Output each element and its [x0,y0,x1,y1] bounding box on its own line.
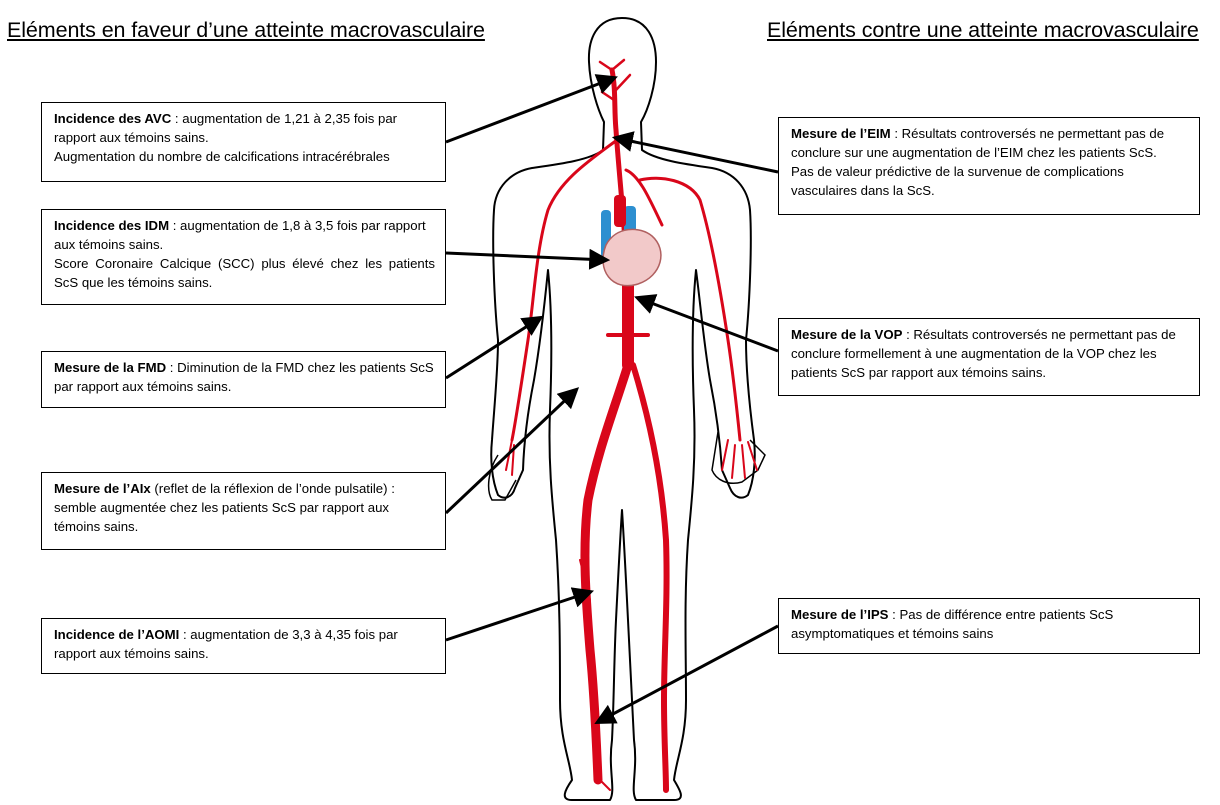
avc-text2: Augmentation du nombre de calcifications… [54,147,435,166]
box-aomi: Incidence de l’AOMI : augmentation de 3,… [41,618,446,674]
box-eim: Mesure de l’EIM : Résultats controversés… [778,117,1200,215]
box-vop: Mesure de la VOP : Résultats controversé… [778,318,1200,396]
eim-title: Mesure de l’EIM [791,126,891,141]
eim-text2: Pas de valeur prédictive de la survenue … [791,162,1189,200]
box-aix: Mesure de l’AIx (reflet de la réflexion … [41,472,446,550]
aix-title: Mesure de l’AIx [54,481,151,496]
arrow-vop [638,298,778,351]
arrow-idm [446,253,606,260]
box-ips: Mesure de l’IPS : Pas de différence entr… [778,598,1200,654]
aomi-title: Incidence de l’AOMI [54,627,179,642]
arrow-ips [598,626,778,722]
vop-title: Mesure de la VOP [791,327,902,342]
ips-title: Mesure de l’IPS [791,607,888,622]
idm-title: Incidence des IDM [54,218,169,233]
heart-icon [601,195,661,286]
arrow-aomi [446,592,590,640]
arrow-eim [616,138,778,172]
body-outline [491,18,755,800]
box-avc: Incidence des AVC : augmentation de 1,21… [41,102,446,182]
idm-text2: Score Coronaire Calcique (SCC) plus élev… [54,254,435,292]
arrow-avc [446,78,614,142]
avc-title: Incidence des AVC [54,111,171,126]
box-fmd: Mesure de la FMD : Diminution de la FMD … [41,351,446,408]
fmd-title: Mesure de la FMD [54,360,166,375]
box-idm: Incidence des IDM : augmentation de 1,8 … [41,209,446,305]
